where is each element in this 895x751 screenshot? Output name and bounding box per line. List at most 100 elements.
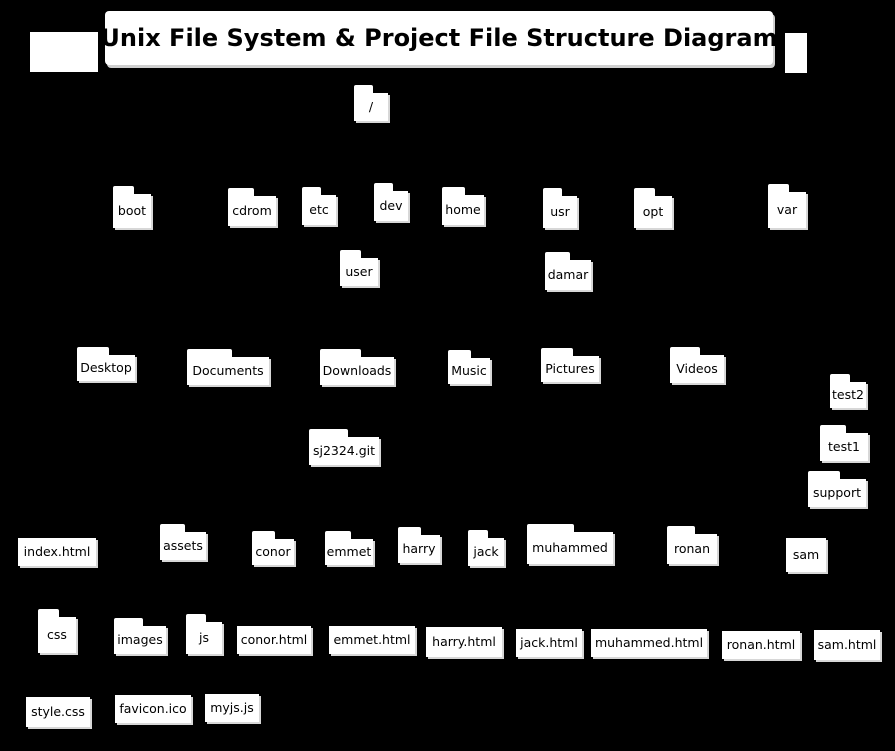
node-label: home: [445, 201, 481, 217]
file-icon: favicon.ico: [115, 695, 191, 723]
folder-icon: [113, 186, 134, 195]
folder-icon: [830, 374, 850, 383]
node-label: usr: [550, 203, 570, 219]
node-label: sam.html: [817, 636, 877, 652]
node-label: test2: [832, 386, 864, 402]
node-label: muhammed: [532, 539, 608, 555]
node-label: emmet: [326, 543, 372, 559]
folder-node-usr: usr: [543, 188, 577, 228]
node-label: conor: [255, 543, 291, 559]
file-node-conor-html: conor.html: [237, 626, 311, 654]
folder-icon: [374, 183, 393, 192]
node-label: user: [345, 263, 373, 279]
file-icon: jack.html: [516, 629, 582, 657]
folder-icon: [160, 524, 185, 533]
node-label: images: [117, 631, 163, 647]
folder-icon: [186, 614, 206, 623]
node-label: harry: [402, 540, 436, 556]
folder-icon: [670, 347, 700, 356]
file-node-sam: sam: [786, 538, 826, 572]
folder-node-test1: test1: [820, 425, 868, 461]
node-label: ronan: [673, 540, 711, 556]
node-label: ronan.html: [726, 636, 796, 652]
folder-node-images: images: [114, 618, 166, 654]
file-node-jack-html: jack.html: [516, 629, 582, 657]
node-label: conor.html: [240, 631, 308, 647]
folder-node-dev: dev: [374, 183, 408, 221]
folder-node-boot: boot: [113, 186, 151, 228]
folder-icon: [398, 527, 421, 536]
folder-node-videos: Videos: [670, 347, 724, 383]
folder-icon: [543, 188, 562, 197]
file-node-sam-html: sam.html: [814, 630, 880, 660]
folder-icon: [768, 184, 789, 193]
node-label: etc: [309, 201, 329, 217]
folder-icon: [320, 349, 361, 358]
file-node-index-html: index.html: [18, 538, 96, 566]
diagram-title-box: Unix File System & Project File Structur…: [100, 11, 778, 65]
folder-node-jack: jack: [468, 530, 504, 566]
node-label: sam: [792, 546, 820, 562]
folder-node-root: /: [354, 85, 388, 121]
folder-node-desktop: Desktop: [77, 347, 135, 381]
folder-node-support: support: [808, 471, 866, 507]
folder-icon: [187, 349, 232, 358]
node-label: /: [368, 98, 374, 114]
node-label: var: [776, 201, 798, 217]
folder-icon: [527, 524, 574, 533]
node-label: style.css: [31, 703, 85, 719]
folder-icon: [468, 530, 488, 539]
folder-node-home: home: [442, 187, 484, 225]
folder-node-assets: assets: [160, 524, 206, 560]
folder-node-js: js: [186, 614, 222, 654]
decor-box-left: [30, 32, 98, 72]
folder-icon: [325, 531, 351, 540]
folder-icon: [667, 526, 695, 535]
folder-icon: [545, 252, 570, 261]
folder-node-sj2324: sj2324.git: [309, 429, 379, 465]
file-node-harry-html: harry.html: [426, 627, 502, 657]
folder-node-ronan: ronan: [667, 526, 717, 564]
folder-node-muhammed: muhammed: [527, 524, 613, 564]
node-label: dev: [379, 197, 403, 213]
file-node-muhammed-html: muhammed.html: [591, 629, 707, 657]
file-icon: style.css: [26, 697, 90, 727]
diagram-title: Unix File System & Project File Structur…: [100, 24, 778, 52]
node-label: emmet.html: [333, 631, 411, 647]
node-label: muhammed.html: [594, 634, 704, 650]
folder-node-documents: Documents: [187, 349, 269, 385]
folder-icon: [808, 471, 840, 480]
folder-node-conor: conor: [252, 531, 294, 565]
file-icon: emmet.html: [329, 626, 415, 654]
file-icon: harry.html: [426, 627, 502, 657]
folder-icon: [340, 250, 361, 259]
node-label: favicon.ico: [119, 700, 187, 716]
folder-icon: [252, 531, 275, 540]
folder-icon: [38, 609, 59, 618]
file-icon: sam: [786, 538, 826, 572]
folder-icon: [442, 187, 465, 196]
file-node-emmet-html: emmet.html: [329, 626, 415, 654]
node-label: Documents: [192, 362, 264, 378]
folder-icon: [228, 188, 254, 197]
file-node-style-css: style.css: [26, 697, 90, 727]
decor-box-right: [785, 33, 807, 73]
file-node-favicon-ico: favicon.ico: [115, 695, 191, 723]
node-label: damar: [547, 266, 589, 282]
folder-node-var: var: [768, 184, 806, 228]
node-label: boot: [117, 202, 147, 218]
folder-icon: [77, 347, 109, 356]
node-label: sj2324.git: [312, 442, 376, 458]
file-node-myjs-js: myjs.js: [205, 694, 259, 722]
node-label: Music: [451, 362, 487, 378]
node-label: support: [813, 484, 861, 500]
node-label: jack.html: [520, 634, 578, 650]
node-label: myjs.js: [210, 699, 254, 715]
file-node-ronan-html: ronan.html: [722, 631, 800, 659]
folder-node-user: user: [340, 250, 378, 286]
folder-icon: [820, 425, 846, 434]
folder-node-music: Music: [448, 350, 490, 384]
node-label: Downloads: [322, 362, 392, 378]
folder-icon: [541, 348, 573, 357]
folder-icon: [634, 188, 655, 197]
